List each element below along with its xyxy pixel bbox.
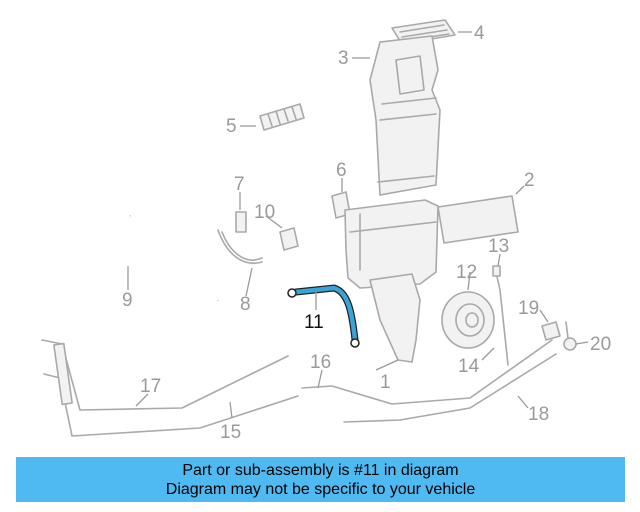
callout-6: 6 [336, 160, 347, 181]
callout-10: 10 [254, 202, 275, 223]
parts-diagram: 1 2 3 4 5 6 7 8 9 10 11 12 13 14 15 16 1… [41, 19, 611, 443]
callout-5: 5 [226, 116, 237, 137]
part-8-line [217, 229, 263, 264]
callout-18: 18 [528, 404, 549, 425]
callout-8: 8 [240, 294, 251, 315]
callout-13: 13 [488, 236, 509, 257]
callout-4: 4 [474, 23, 485, 44]
callout-19: 19 [518, 298, 539, 319]
callout-2: 2 [524, 170, 535, 191]
callout-17: 17 [140, 376, 161, 397]
part-7-switch [235, 211, 247, 233]
part-2-panel [437, 195, 519, 244]
callout-11: 11 [304, 312, 324, 333]
part-11-hose-highlight [287, 284, 360, 348]
part-9-hose [113, 214, 220, 301]
part-15-17-lines [41, 339, 299, 437]
banner-line-1: Part or sub-assembly is #11 in diagram [182, 462, 459, 479]
leader-lines [127, 31, 589, 419]
callout-9: 9 [122, 290, 133, 311]
part-19-fitting [541, 321, 561, 341]
callout-7: 7 [234, 174, 245, 195]
banner-line-2: Diagram may not be specific to your vehi… [165, 481, 476, 498]
part-13-rod [492, 265, 509, 366]
callout-20: 20 [590, 334, 611, 355]
part-16-18-lines [301, 339, 557, 423]
heater-box [344, 199, 439, 363]
callout-12: 12 [456, 262, 477, 283]
callout-3: 3 [338, 48, 349, 69]
part-10-sensor [279, 227, 299, 251]
info-banner: Part or sub-assembly is #11 in diagram D… [16, 457, 625, 502]
callout-1: 1 [380, 372, 391, 393]
callout-16: 16 [310, 352, 331, 373]
part-20-fitting [563, 321, 577, 351]
callout-labels: 1 2 3 4 5 6 7 8 9 10 11 12 13 14 15 16 1… [122, 23, 611, 443]
part-12-blower [441, 291, 495, 349]
callout-14: 14 [458, 356, 480, 377]
callout-15: 15 [220, 422, 241, 443]
part-5-filter [259, 103, 305, 131]
part-3-duct [369, 35, 441, 196]
